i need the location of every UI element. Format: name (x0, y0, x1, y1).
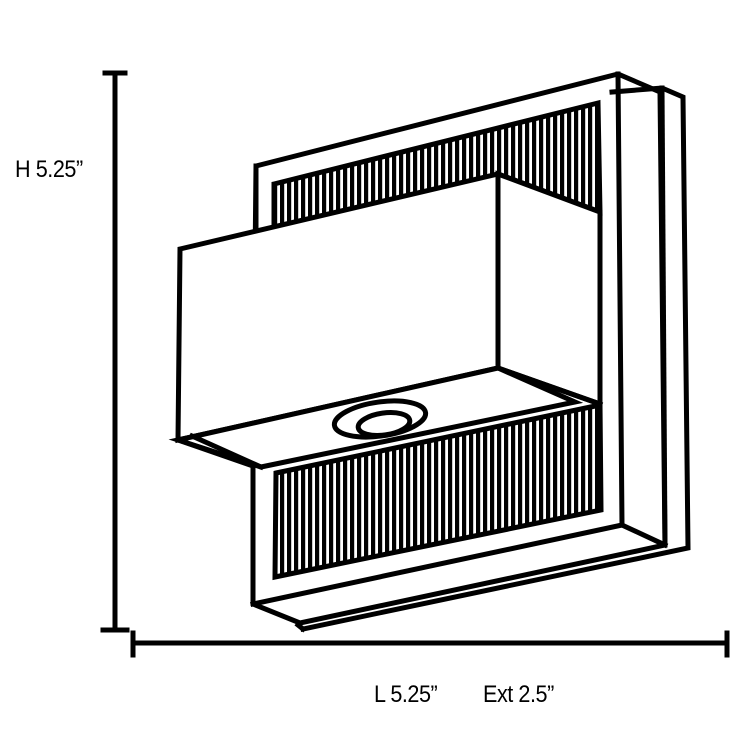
extension-dimension-label: Ext 2.5” (483, 681, 554, 708)
downlight-lens (331, 398, 429, 440)
height-dimension-label: H 5.25” (15, 156, 83, 183)
height-dimension-line (100, 70, 130, 633)
bottom-louver-panel (272, 401, 604, 581)
light-box (168, 170, 604, 473)
length-dimension-line (130, 630, 730, 658)
front-frame (250, 71, 669, 626)
length-dimension-label: L 5.25” (374, 681, 438, 708)
